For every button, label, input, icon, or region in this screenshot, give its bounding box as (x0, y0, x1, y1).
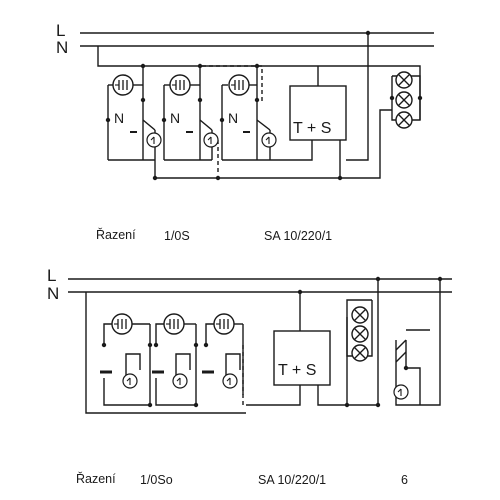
diagram1-bus-label-n: N (56, 38, 69, 57)
diagram1-ts-unit (289, 85, 347, 141)
diagram1-bus-label-l: L (56, 21, 66, 40)
diagram2-junctions (101, 276, 443, 408)
diagram2-socket-icon-1 (111, 313, 133, 335)
diagram1-n-feed (97, 46, 421, 120)
diagram2-indicators (122, 373, 409, 400)
diagram2-caption-model: SA 10/220/1 (258, 473, 327, 487)
diagram1-letter-2: N (170, 110, 181, 126)
diagram1-indicator-icon-1 (146, 132, 162, 148)
diagram2-indicator-icon-2 (172, 373, 188, 389)
diagram2-lamp-icon-2 (351, 325, 369, 343)
diagram1-sockets (112, 74, 250, 96)
diagram2-indicator-icon-4 (393, 384, 409, 400)
diagram2-caption-mode: 1/0So (140, 473, 173, 487)
diagram2-lamps (351, 306, 369, 362)
diagram1-junctions (105, 30, 423, 181)
diagram2-bus-label-l: L (47, 266, 57, 285)
diagram1-unit-label: T + S (293, 120, 332, 137)
diagram2-caption-number: 6 (401, 473, 408, 487)
diagram1-indicator-icon-3 (261, 132, 277, 148)
diagram2-socket-icon-2 (163, 313, 185, 335)
diagram1-letter-3: N (228, 110, 239, 126)
diagram2-lamp-icon-1 (351, 306, 369, 324)
diagram1-dashed-link (202, 65, 263, 172)
diagram1-socket-icon-2 (169, 74, 191, 96)
diagram1-lamp-icon-1 (395, 71, 413, 89)
diagram2-indicator-icon-3 (222, 373, 238, 389)
diagram2-caption-label: Řazení (76, 472, 116, 486)
diagram2-unit-label: T + S (278, 362, 317, 379)
diagram2-lamp-icon-3 (351, 344, 369, 362)
diagram1-socket-icon-3 (228, 74, 250, 96)
diagram1-letter-1: N (114, 110, 125, 126)
diagram2-sockets (111, 313, 235, 335)
diagram2-ts-unit (273, 330, 331, 386)
diagram2-socket-icon-3 (213, 313, 235, 335)
diagram1 (80, 32, 434, 179)
diagram1-lamps (395, 71, 413, 129)
diagram1-indicator-icon-2 (203, 132, 219, 148)
diagram1-caption-label: Řazení (96, 228, 136, 242)
diagram1-socket-icon-1 (112, 74, 134, 96)
diagram1-caption-model: SA 10/220/1 (264, 229, 333, 243)
diagram2-bus-label-n: N (47, 284, 60, 303)
diagram2-indicator-icon-1 (122, 373, 138, 389)
diagram1-lamp-icon-3 (395, 111, 413, 129)
diagram1-lamp-icon-2 (395, 91, 413, 109)
diagram1-caption-mode: 1/0S (164, 229, 190, 243)
